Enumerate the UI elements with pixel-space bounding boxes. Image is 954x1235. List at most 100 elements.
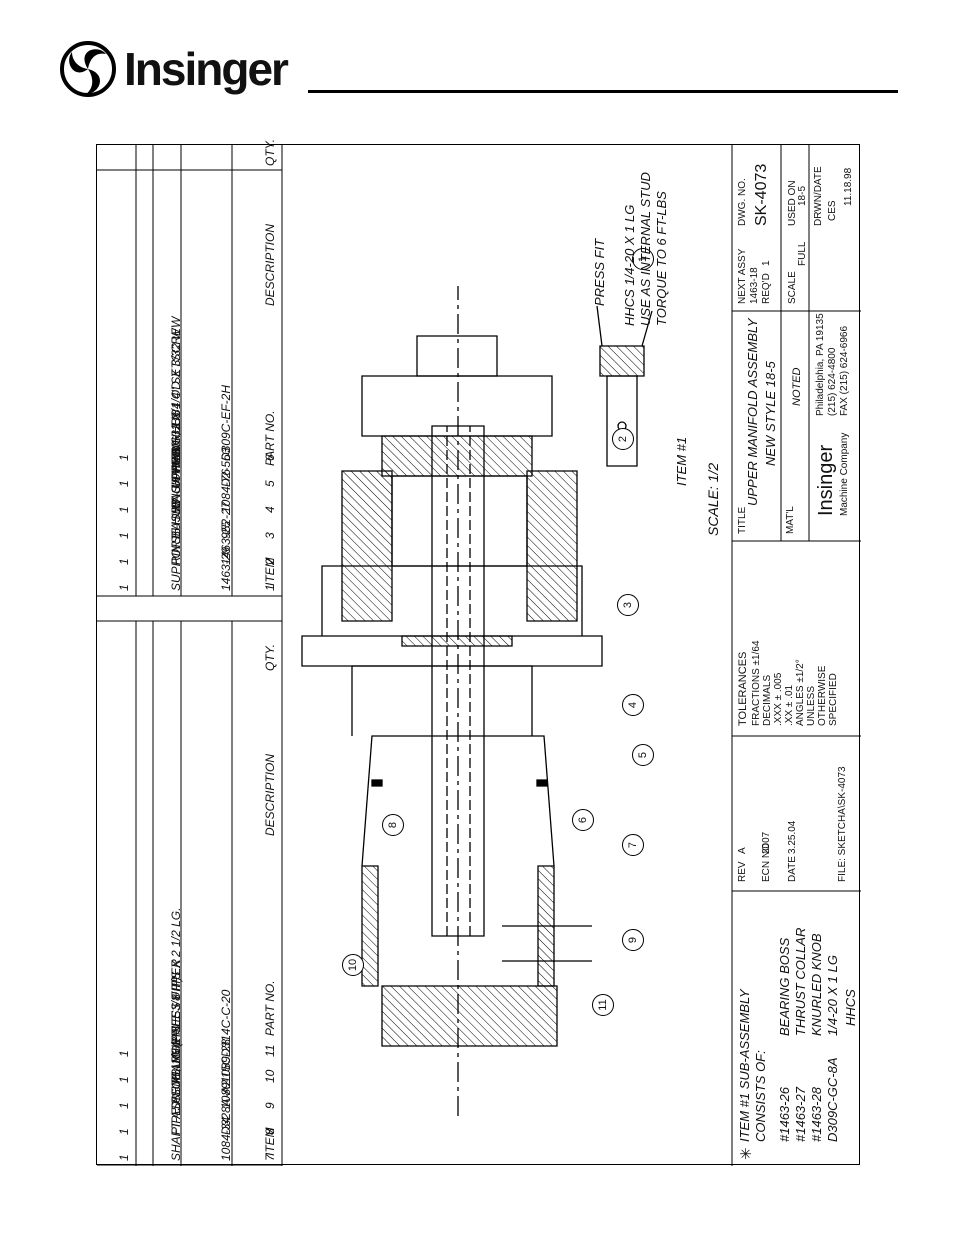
tb-drawn-by: CES bbox=[827, 200, 838, 221]
tb-tol-7: OTHERWISE bbox=[817, 665, 828, 726]
tb-addr-3: FAX (215) 624-6966 bbox=[839, 325, 850, 416]
sub-item-desc-4: 1/4-20 X 1 LG bbox=[825, 955, 840, 1036]
tb-title-header: TITLE bbox=[737, 506, 748, 534]
tb-title-1: UPPER MANIFOLD ASSEMBLY bbox=[745, 318, 760, 506]
left-row-5-description: NIPPLE 3/8 IPS X 2 1/2 LG. bbox=[169, 907, 183, 1057]
callout-8: 8 bbox=[382, 814, 404, 836]
left-row-5-item: 11 bbox=[263, 1044, 277, 1057]
left-row-4-qty: 1 bbox=[117, 1076, 131, 1083]
tb-tol-3: .XXX ± .005 bbox=[773, 672, 784, 726]
left-row-2-item: 8 bbox=[263, 1128, 277, 1135]
rotated-drawing: ITEM PART NO. DESCRIPTION QTY. ITEM PART… bbox=[97, 139, 861, 1166]
tb-used-on: 18-5 bbox=[797, 185, 808, 206]
sub-item-no-3: #1463-28 bbox=[809, 1087, 824, 1142]
tb-dwg: SK-4073 bbox=[753, 163, 770, 226]
left-row-5-part-no: D314C-C-20 bbox=[219, 989, 233, 1057]
right-row-1-qty: 1 bbox=[117, 584, 131, 591]
callout-4: 4 bbox=[622, 694, 644, 716]
right-row-1-item: 1 bbox=[263, 584, 277, 591]
tb-title-2: NEW STYLE 18-5 bbox=[763, 361, 778, 466]
hhcs-note-2: USE AS INTERNAL STUD bbox=[638, 172, 653, 326]
right-row-5-item: 5 bbox=[263, 480, 277, 487]
tb-tol-header: TOLERANCES bbox=[737, 651, 749, 726]
right-row-3-item: 3 bbox=[263, 532, 277, 539]
insinger-swirl-icon bbox=[58, 40, 118, 98]
tb-rev-header: REV bbox=[737, 861, 748, 882]
tb-drawn-date: 11.18.98 bbox=[843, 167, 854, 206]
tb-rev: A bbox=[737, 847, 748, 854]
hhcs-note-3: TORQUE TO 6 FT-LBS bbox=[654, 191, 669, 326]
left-row-1-qty: 1 bbox=[117, 1154, 131, 1161]
callout-11: 11 bbox=[592, 994, 614, 1016]
callout-7: 7 bbox=[622, 834, 644, 856]
tb-dwg-header: DWG. NO. bbox=[737, 178, 748, 226]
tb-reqd: 1 bbox=[761, 260, 772, 266]
right-row-2-item: 2 bbox=[263, 558, 277, 565]
sub-item-desc-3: KNURLED KNOB bbox=[809, 933, 824, 1036]
left-header-description: DESCRIPTION bbox=[263, 753, 277, 836]
left-row-1-item: 7 bbox=[263, 1154, 277, 1161]
sub-star-icon: ✳ bbox=[738, 1147, 755, 1160]
tb-scale: FULL bbox=[797, 241, 808, 266]
tb-reqd-header: REQ'D bbox=[761, 273, 772, 304]
tb-tol-1: FRACTIONS ±1/64 bbox=[751, 640, 762, 726]
tb-next-assy-header: NEXT ASSY bbox=[737, 248, 748, 304]
right-row-4-qty: 1 bbox=[117, 506, 131, 513]
scale-note: SCALE: 1/2 bbox=[705, 462, 721, 536]
right-row-6-item: 6 bbox=[263, 454, 277, 461]
tb-date: 3.25.04 bbox=[787, 820, 798, 854]
sub-last: HHCS bbox=[843, 989, 858, 1026]
left-header-qty: QTY. bbox=[263, 644, 277, 671]
drawing-sheet: ITEM PART NO. DESCRIPTION QTY. ITEM PART… bbox=[96, 139, 861, 1166]
sub-title-2: CONSISTS OF: bbox=[753, 1050, 768, 1142]
left-header-part-no: PART NO. bbox=[263, 980, 277, 1036]
tb-tol-8: SPECIFIED bbox=[828, 673, 839, 726]
sheet-lines bbox=[97, 145, 861, 1166]
callout-5: 5 bbox=[632, 744, 654, 766]
left-row-5-qty: 1 bbox=[117, 1050, 131, 1057]
sub-item-no-1: #1463-26 bbox=[777, 1087, 792, 1142]
callout-9: 9 bbox=[622, 929, 644, 951]
sub-item-no-4: D309C-GC-8A bbox=[825, 1057, 840, 1142]
callout-6: 6 bbox=[572, 809, 594, 831]
manifold-drawing bbox=[282, 145, 732, 1166]
tb-drawn-header: DRWN/DATE bbox=[813, 166, 824, 226]
tb-tol-4: .XX ± .01 bbox=[784, 684, 795, 726]
tb-file: FILE: SKETCHA\SK-4073 bbox=[837, 766, 848, 882]
item1-label: ITEM #1 bbox=[674, 436, 689, 486]
tb-company-sub: Machine Company bbox=[839, 432, 850, 516]
right-row-5-qty: 1 bbox=[117, 480, 131, 487]
press-fit-note: PRESS FIT bbox=[592, 238, 607, 306]
tb-ecn: 2007 bbox=[761, 831, 772, 854]
sub-item-desc-1: BEARING BOSS bbox=[777, 937, 792, 1036]
tb-tol-5: ANGLES ±1/2° bbox=[795, 659, 806, 726]
sub-item-desc-2: THRUST COLLAR bbox=[793, 927, 808, 1036]
left-row-4-item: 10 bbox=[263, 1069, 277, 1083]
tb-company: Insinger bbox=[815, 444, 837, 516]
right-row-6-qty: 1 bbox=[117, 454, 131, 461]
tb-addr-2: (215) 624-4800 bbox=[827, 347, 838, 416]
right-row-6-description: #10-32 X 1/4" SETSCREW bbox=[169, 316, 183, 461]
right-header-qty: QTY. bbox=[263, 139, 277, 166]
sub-title-1: ITEM #1 SUB-ASSEMBLY bbox=[737, 989, 752, 1142]
right-header-description: DESCRIPTION bbox=[263, 223, 277, 306]
right-row-6-part-no: D309C-EF-2H bbox=[219, 384, 233, 461]
tb-date-header: DATE bbox=[787, 856, 798, 882]
left-row-2-qty: 1 bbox=[117, 1128, 131, 1135]
tb-matl-header: MAT'L bbox=[785, 506, 796, 534]
callout-10: 10 bbox=[342, 954, 364, 976]
tb-addr-1: Philadelphia, PA 19135 bbox=[815, 313, 826, 416]
header-rule bbox=[308, 90, 898, 93]
brand-name: Insinger bbox=[124, 43, 289, 95]
tb-next-assy: 1463-18 bbox=[749, 267, 760, 304]
right-row-4-item: 4 bbox=[263, 506, 277, 513]
sub-item-no-2: #1463-27 bbox=[793, 1087, 808, 1142]
brand-logo: Insinger bbox=[58, 40, 289, 98]
tb-scale-header: SCALE bbox=[787, 271, 798, 304]
right-row-3-qty: 1 bbox=[117, 532, 131, 539]
callout-2: 2 bbox=[612, 428, 634, 450]
callout-3: 3 bbox=[617, 594, 639, 616]
tb-tol-2: DECIMALS bbox=[762, 674, 773, 726]
tb-matl: NOTED bbox=[791, 367, 803, 407]
tb-tol-6: UNLESS bbox=[806, 685, 817, 726]
